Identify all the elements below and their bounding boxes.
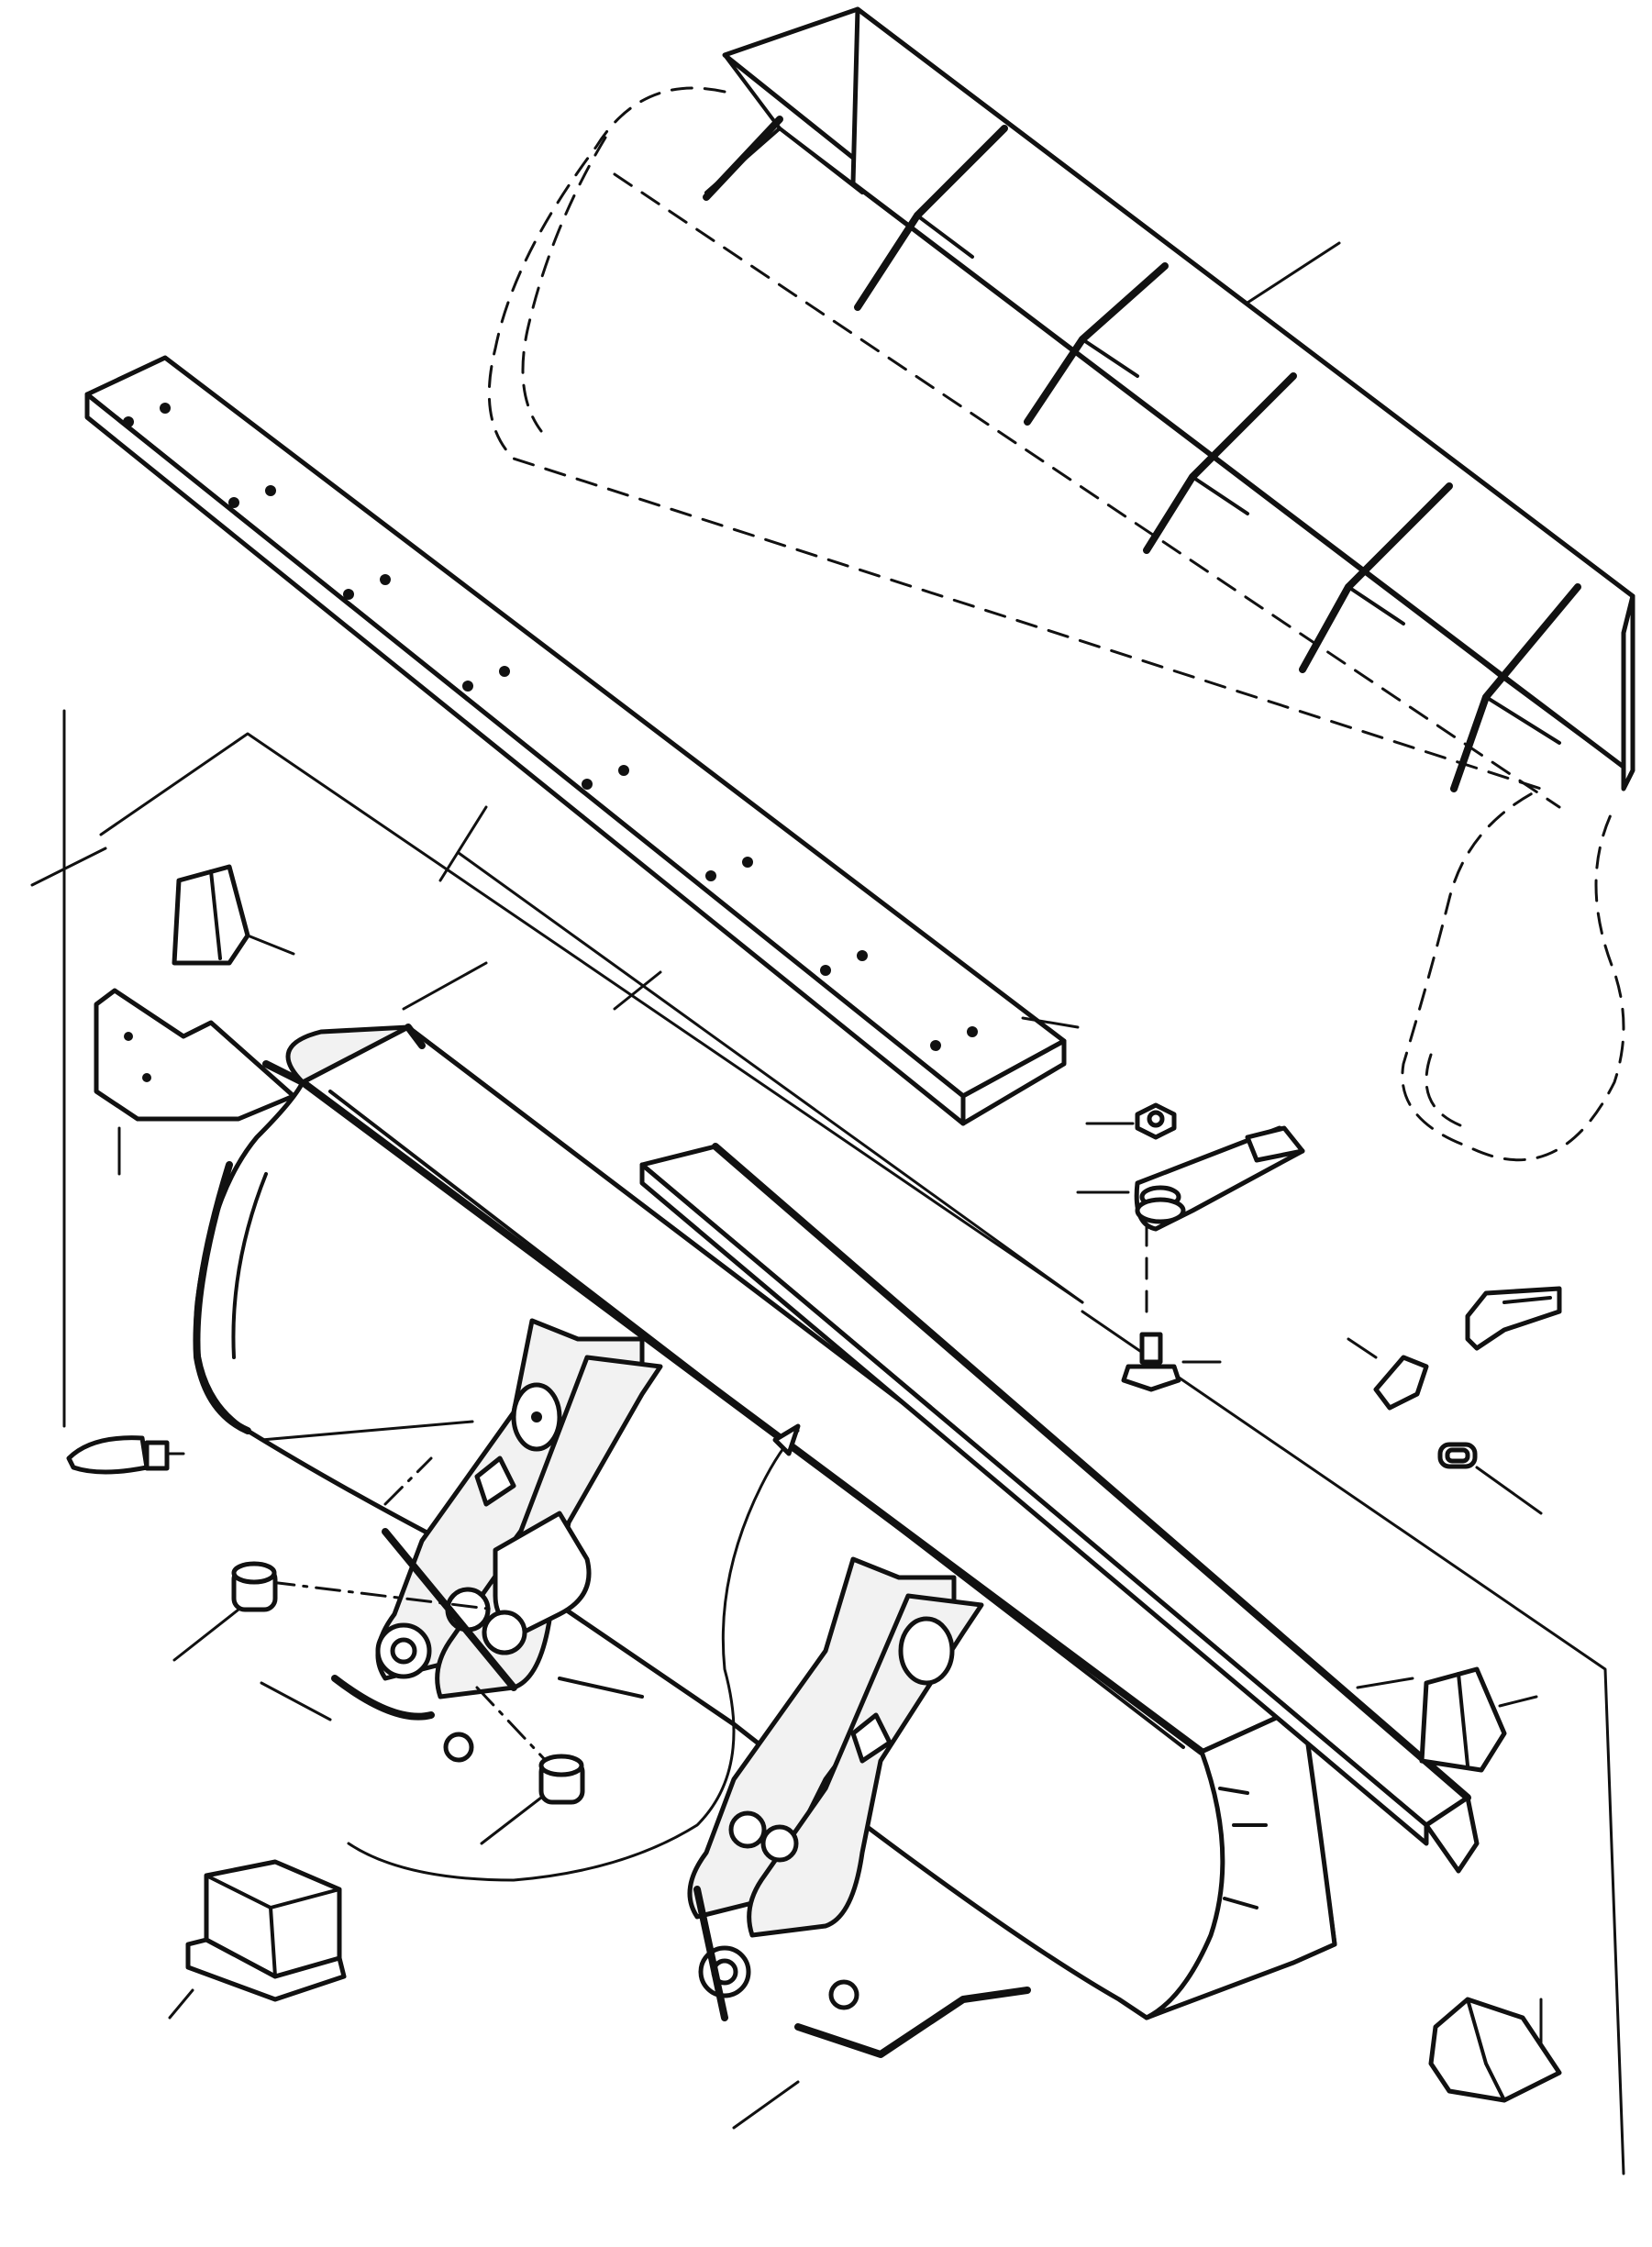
- bushing-icon: [172, 1561, 585, 1845]
- loader-bucket-icon: [193, 961, 1337, 2020]
- tooth-point-icon: [1465, 1286, 1562, 1351]
- edge-insert-icon: [639, 1143, 1480, 1874]
- leader-lines: [260, 1677, 1414, 2130]
- pad-icon: [168, 1859, 347, 2020]
- bucket-spill-guard-icon: [487, 6, 1635, 1162]
- cutting-edge-icon: [84, 355, 1080, 1126]
- hinge-bracket-right-icon: [687, 1556, 1031, 2058]
- bolt-icon: [1121, 1332, 1222, 1392]
- retainer-icon: [1437, 1442, 1543, 1515]
- nut-icon: [1085, 1102, 1177, 1140]
- tooth-adapter-icon: [1076, 1125, 1305, 1232]
- end-bit-icon: [94, 864, 1562, 2103]
- assembly-lines: [30, 709, 1625, 2175]
- hinge-bracket-left-icon: [331, 1318, 663, 1763]
- tooth-tip-icon: [1347, 1337, 1429, 1411]
- bumper-stop-icon: [66, 1435, 185, 1475]
